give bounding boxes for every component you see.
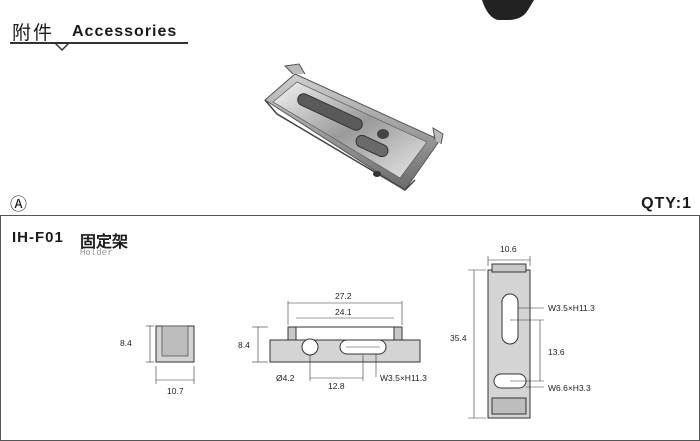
front-height-dim: 8.4 bbox=[238, 340, 250, 350]
part-name-en: Holder bbox=[80, 248, 113, 258]
front-view-drawing: 27.2 24.1 8.4 12.8 Ø4.2 W3.5×H11.3 bbox=[238, 291, 427, 391]
slot-spacing-dim: 13.6 bbox=[548, 347, 565, 357]
holder-photo bbox=[264, 63, 444, 191]
front-total-dim: 27.2 bbox=[335, 291, 352, 301]
side-view-drawing: 8.4 10.7 bbox=[120, 325, 195, 396]
top-length-dim: 35.4 bbox=[450, 333, 467, 343]
front-slot-dim: W3.5×H11.3 bbox=[380, 373, 427, 383]
corner-shape bbox=[482, 0, 534, 20]
front-inner-dim: 24.1 bbox=[335, 307, 352, 317]
part-name-cn: 固定架 bbox=[80, 232, 129, 251]
title-underline-notch bbox=[55, 42, 69, 52]
hole-offset-dim: 12.8 bbox=[328, 381, 345, 391]
hole-diameter-dim: Ø4.2 bbox=[276, 373, 295, 383]
title-underline bbox=[10, 42, 188, 44]
quantity-label: QTY:1 bbox=[641, 195, 692, 212]
top-slot-dim: W3.5×H11.3 bbox=[548, 303, 595, 313]
side-height-dim: 8.4 bbox=[120, 338, 132, 348]
top-view-drawing: 10.6 35.4 W3.5×H11.3 13.6 W6.6×H3.3 bbox=[450, 244, 595, 419]
item-marker: Ⓐ bbox=[10, 195, 27, 215]
small-slot-dim: W6.6×H3.3 bbox=[548, 383, 591, 393]
part-code: IH-F01 bbox=[12, 229, 64, 246]
section-title-en: Accessories bbox=[72, 23, 178, 40]
top-width-dim: 10.6 bbox=[500, 244, 517, 254]
side-width-dim: 10.7 bbox=[167, 386, 184, 396]
section-title-cn: 附件 bbox=[12, 22, 55, 44]
